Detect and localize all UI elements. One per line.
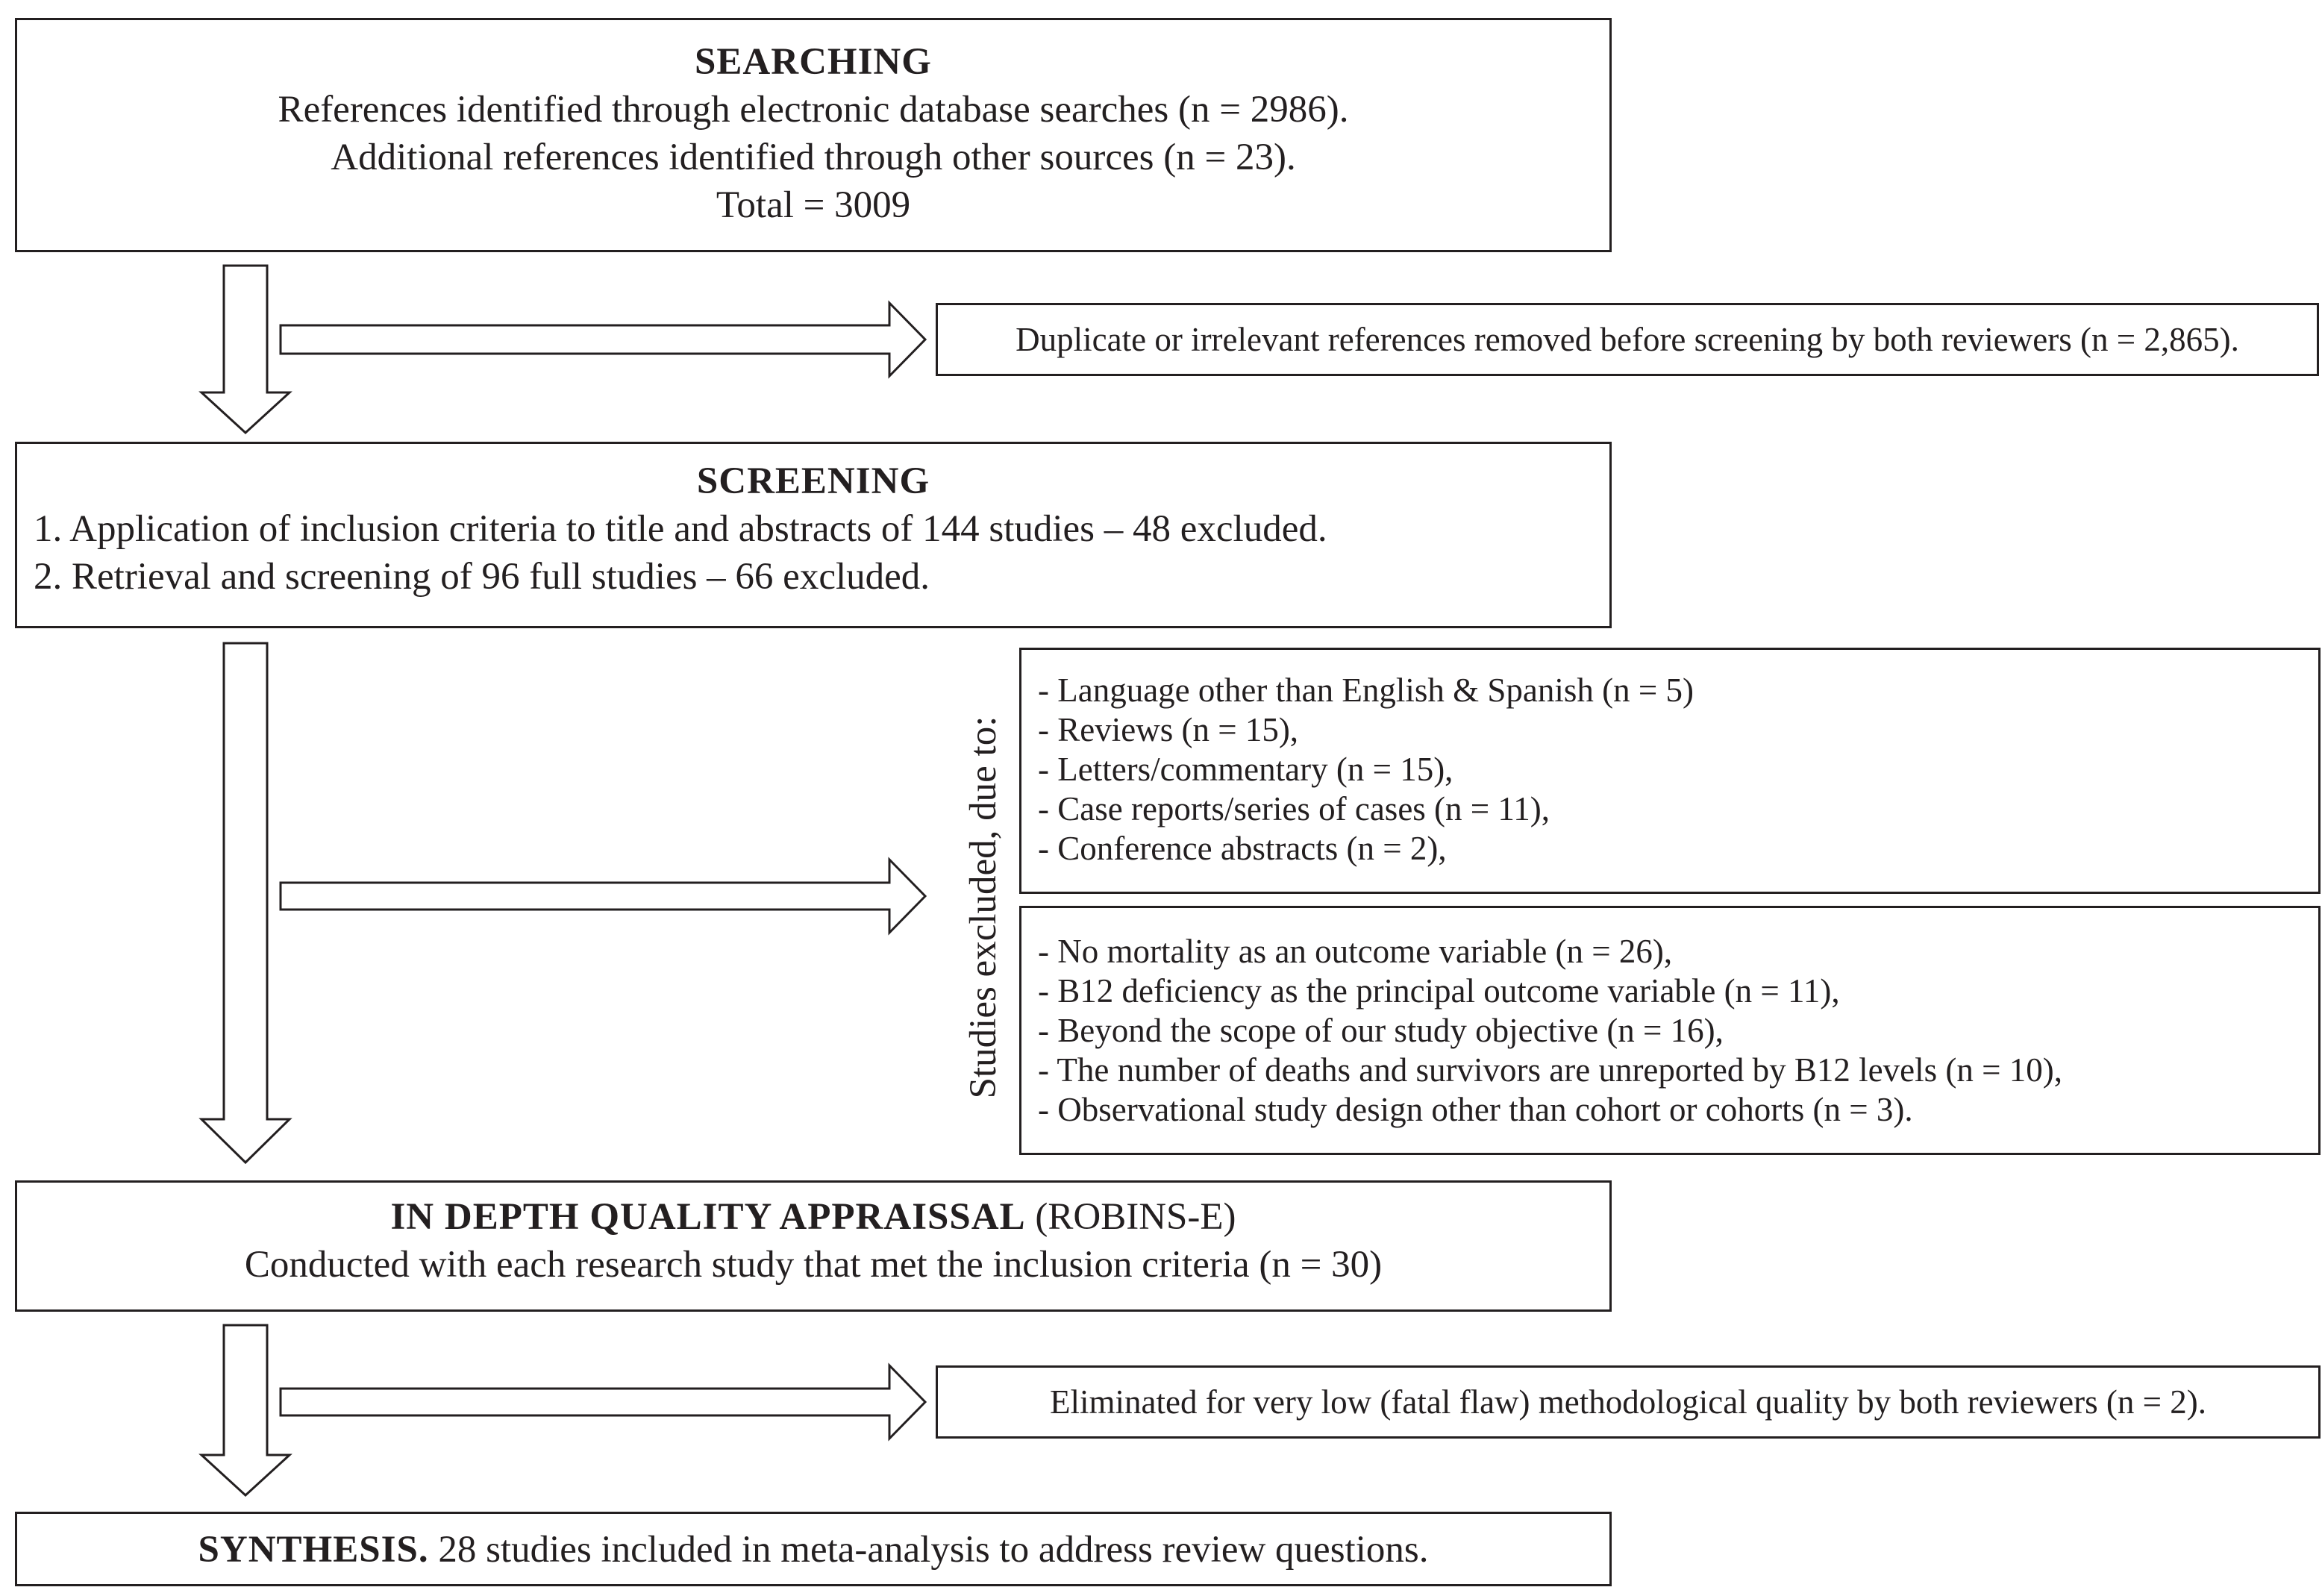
searching-line-2: Additional references identified through… — [331, 137, 1296, 178]
appraisal-title-suffix: (ROBINS-E) — [1025, 1196, 1236, 1238]
searching-box: SEARCHING References identified through … — [15, 18, 1612, 252]
excluded-reason: - The number of deaths and survivors are… — [1038, 1051, 2062, 1089]
screening-box: SCREENING 1. Application of inclusion cr… — [15, 442, 1612, 628]
searching-line-1: References identified through electronic… — [278, 89, 1349, 131]
excluded-reason: - Case reports/series of cases (n = 11), — [1038, 790, 1550, 827]
excluded-vertical-label: Studies excluded, due to: — [963, 716, 1004, 1099]
eliminated-box: Eliminated for very low (fatal flaw) met… — [936, 1365, 2321, 1439]
right-arrow-to-eliminated — [279, 1362, 927, 1442]
excluded-reason: - Conference abstracts (n = 2), — [1038, 830, 1447, 867]
right-arrow-to-removed — [279, 300, 927, 379]
excluded-reason: - No mortality as an outcome variable (n… — [1038, 933, 1673, 970]
excluded-reason: - Beyond the scope of our study objectiv… — [1038, 1012, 1724, 1049]
synthesis-text: 28 studies included in meta-analysis to … — [428, 1529, 1429, 1571]
excluded-reason: - Letters/commentary (n = 15), — [1038, 751, 1453, 788]
appraisal-line: Conducted with each research study that … — [244, 1244, 1383, 1286]
excluded-reason: - Observational study design other than … — [1038, 1091, 1913, 1128]
right-arrow-to-excluded — [279, 857, 927, 936]
synthesis-title: SYNTHESIS. — [198, 1529, 429, 1571]
removed-text: Duplicate or irrelevant references remov… — [1016, 321, 2239, 358]
excluded-reason: - Reviews (n = 15), — [1038, 711, 1299, 748]
synthesis-box: SYNTHESIS. 28 studies included in meta-a… — [15, 1512, 1612, 1586]
appraisal-box: IN DEPTH QUALITY APPRAISSAL (ROBINS-E) C… — [15, 1180, 1612, 1312]
excluded-reason: - B12 deficiency as the principal outcom… — [1038, 972, 1840, 1010]
eliminated-text: Eliminated for very low (fatal flaw) met… — [1050, 1383, 2206, 1421]
down-arrow-searching-to-screening — [198, 264, 292, 435]
excluded-group-1-box: - Language other than English & Spanish … — [1019, 648, 2321, 894]
appraisal-heading: IN DEPTH QUALITY APPRAISSAL (ROBINS-E) — [17, 1193, 1609, 1241]
searching-total: Total = 3009 — [716, 184, 911, 226]
screening-step-1: 1. Application of inclusion criteria to … — [34, 508, 1327, 550]
searching-title: SEARCHING — [695, 41, 932, 83]
synthesis-line: SYNTHESIS. 28 studies included in meta-a… — [17, 1526, 1609, 1574]
screening-step-2: 2. Retrieval and screening of 96 full st… — [34, 556, 930, 598]
screening-title: SCREENING — [696, 460, 930, 502]
down-arrow-appraisal-to-synthesis — [198, 1324, 292, 1498]
appraisal-title: IN DEPTH QUALITY APPRAISSAL — [390, 1196, 1026, 1238]
excluded-group-2-box: - No mortality as an outcome variable (n… — [1019, 906, 2321, 1155]
removed-box: Duplicate or irrelevant references remov… — [936, 303, 2319, 376]
down-arrow-screening-to-appraisal — [198, 642, 292, 1165]
excluded-reason: - Language other than English & Spanish … — [1038, 672, 1694, 709]
